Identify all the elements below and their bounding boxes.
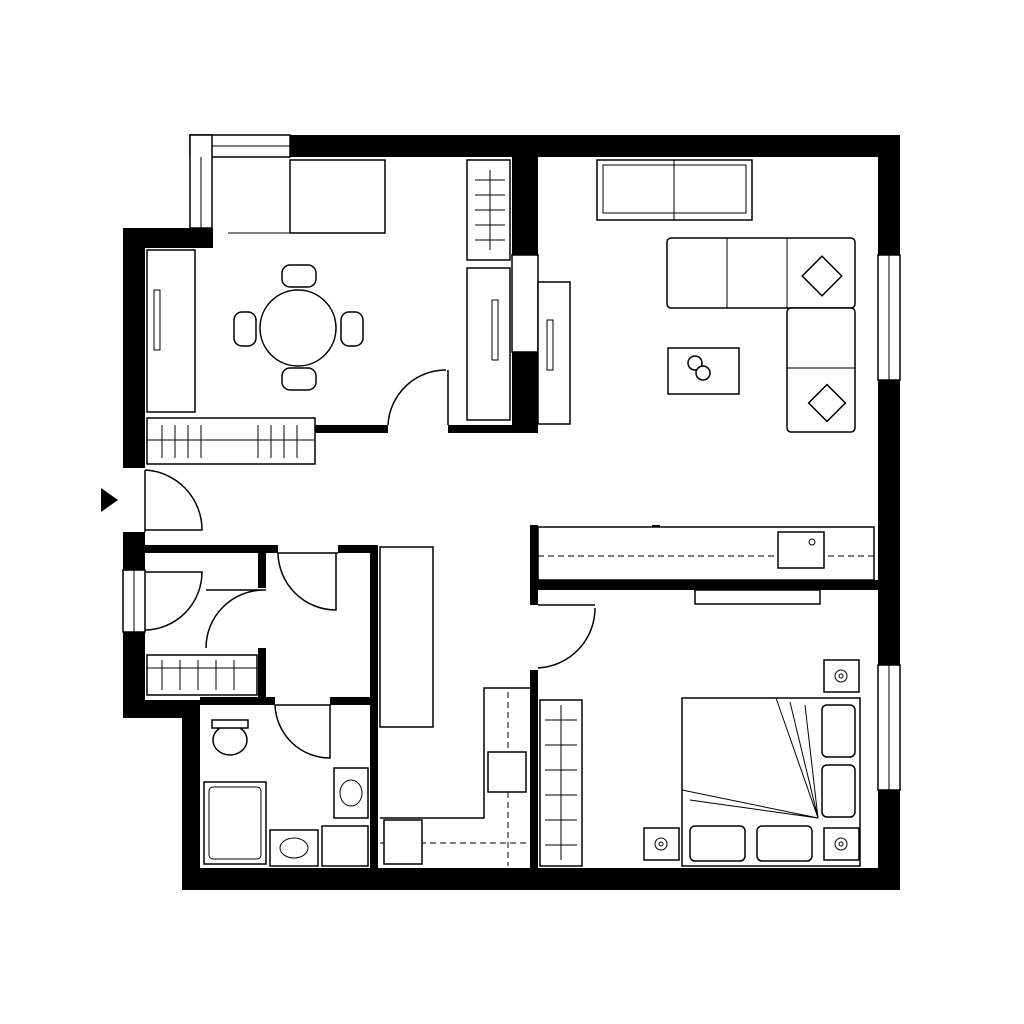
nightstand [643,827,680,861]
dining-door [387,369,449,426]
closet-shelf [146,654,258,696]
doors [144,369,596,759]
pillow [821,704,856,758]
chair [281,367,317,391]
coffee-table [667,347,740,395]
hall-cabinet [379,546,434,728]
cushion [807,383,847,423]
chair [340,311,364,347]
dining-furniture [146,159,571,465]
kitchen [537,526,875,605]
entry-arrow-icon [101,488,118,512]
chair [233,311,257,347]
bedroom [539,659,861,867]
dining-table [259,289,337,367]
toilet [212,724,248,756]
cabinet-living [537,281,571,425]
cushion [801,255,843,297]
exterior-walls [123,135,900,890]
cabinet-top [289,159,386,234]
bedroom-door [537,604,596,669]
bath-sink [269,829,319,867]
wardrobe [146,417,316,465]
utility-sink [383,819,423,865]
bathtub [203,781,267,865]
kitchen-sink [777,531,825,569]
hall-bath [146,546,530,867]
pillow [756,825,813,862]
storage-door [277,552,338,611]
chair [281,264,317,288]
pillow [821,764,856,818]
cabinet-right [466,267,511,421]
laundry-counter [380,687,530,819]
laundry-sink [487,751,527,793]
windows [122,134,901,791]
sideboard-left [146,249,196,413]
closet-door [144,571,203,631]
nightstand [823,659,860,693]
entry-door [144,469,203,532]
hall-door [205,589,266,649]
pillow [689,825,746,862]
bath-door [274,704,331,759]
vanity-sink [333,767,369,819]
nightstand [823,827,860,861]
living-furniture [596,159,856,433]
interior-walls [145,157,878,868]
sofa [666,237,856,309]
range-hood [694,589,821,605]
